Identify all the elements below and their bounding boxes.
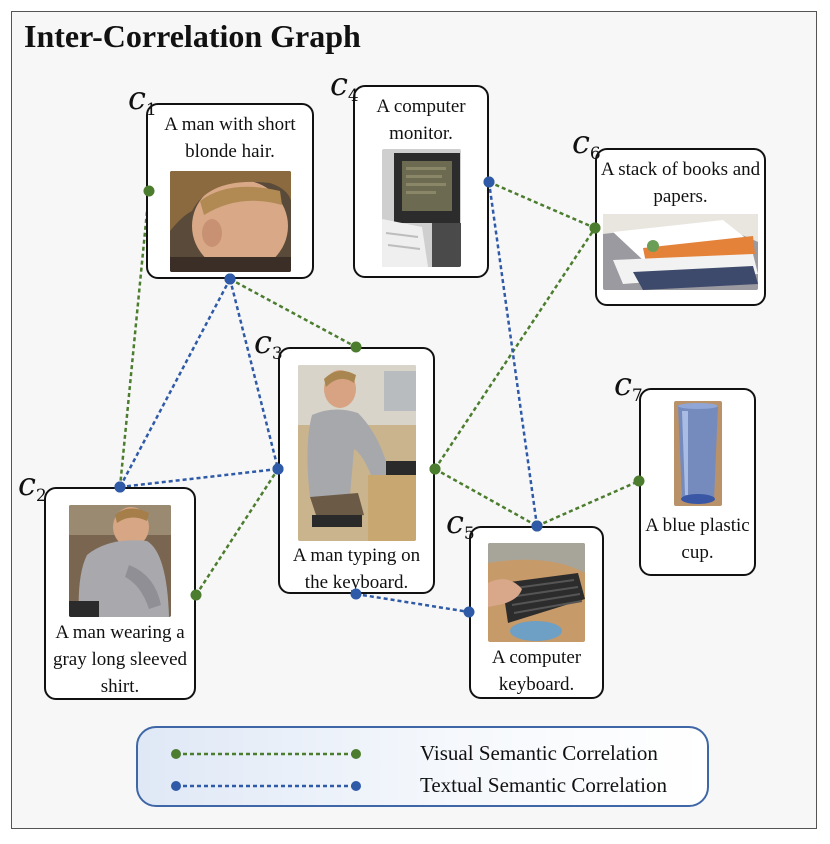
node-c6-caption: A stack of books and papers.: [600, 159, 761, 207]
edge-visual-c3-c5: [434, 467, 538, 528]
node-c3: A man typing on the keyboard.: [278, 347, 435, 594]
node-c3-caption: A man typing on the keyboard.: [292, 545, 421, 593]
node-c7-photo: [673, 401, 722, 506]
node-c7-caption: A blue plastic cup.: [645, 515, 750, 563]
node-label-c4: c4: [330, 65, 359, 106]
node-label-c5: c5: [446, 503, 475, 544]
node-c7: A blue plastic cup.: [639, 388, 756, 576]
edge-visual-c1-c2: [118, 190, 151, 488]
node-c5: A computer keyboard.: [469, 526, 604, 699]
edge-visual-c1-c3: [229, 277, 357, 349]
node-c1-caption: A man with short blonde hair.: [164, 114, 296, 162]
edge-textual-c4-c5: [487, 181, 539, 527]
diagram-title: Inter-Correlation Graph: [24, 18, 361, 54]
node-c5-photo: [488, 543, 585, 642]
legend-textual-line: [171, 781, 361, 791]
node-c4: A computer monitor.: [353, 85, 489, 278]
legend-visual-label: Visual Semantic Correlation: [420, 741, 658, 765]
node-c4-photo: [381, 149, 461, 267]
legend: Visual Semantic Correlation Textual Sema…: [136, 726, 709, 807]
node-label-c2: c2: [18, 465, 47, 506]
edge-textual-c3-c5: [355, 592, 470, 614]
legend-visual-line: [171, 749, 361, 759]
edge-visual-c5-c7: [536, 479, 640, 528]
node-c6: A stack of books and papers.: [595, 148, 766, 306]
node-c3-photo: [297, 365, 416, 541]
node-c2-caption: A man wearing a gray long sleeved shirt.: [52, 622, 187, 697]
node-c2: A man wearing a gray long sleeved shirt.: [44, 487, 196, 700]
node-c1: A man with short blonde hair.: [146, 103, 314, 279]
edge-visual-c4-c6: [488, 180, 596, 230]
node-label-c7: c7: [614, 365, 643, 406]
edge-textual-c1-c2: [118, 278, 232, 488]
node-c4-caption: A computer monitor.: [376, 96, 466, 144]
edge-visual-c3-c6: [433, 227, 597, 470]
node-c2-photo: [69, 505, 171, 617]
node-label-c1: c1: [128, 79, 157, 120]
edge-textual-c1-c3: [228, 278, 280, 470]
node-c6-photo: [603, 214, 758, 290]
node-label-c6: c6: [572, 123, 601, 164]
legend-textual-label: Textual Semantic Correlation: [420, 773, 667, 797]
node-label-c3: c3: [254, 323, 283, 364]
node-c1-photo: [169, 171, 291, 272]
edge-textual-c2-c3: [119, 467, 279, 489]
node-c5-caption: A computer keyboard.: [491, 647, 582, 695]
edge-visual-c2-c3: [194, 468, 280, 596]
